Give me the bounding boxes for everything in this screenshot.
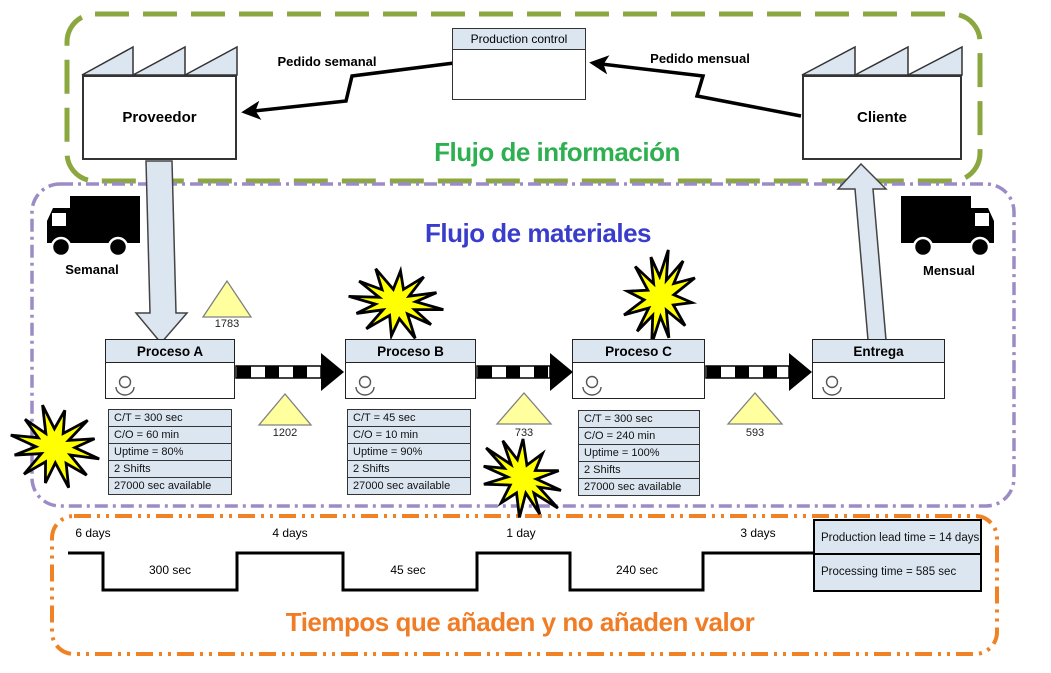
kaizen-burst-icon-2 — [617, 242, 702, 352]
inventory-triangle-icon-4 — [726, 392, 784, 425]
customer-label: Cliente — [856, 109, 907, 126]
inventory-triangle-icon-2 — [257, 392, 313, 426]
process-box-proceso-b: Proceso B — [345, 339, 476, 399]
data-row: 27000 sec available — [347, 477, 471, 495]
operator-icon — [822, 375, 842, 396]
operator-icon — [355, 375, 375, 396]
data-row: Uptime = 80% — [108, 443, 232, 461]
push-arrow-b-c — [476, 353, 573, 391]
timeline-process-label: 300 sec — [148, 563, 192, 577]
timeline-summary-box: Production lead time = 14 days Processin… — [813, 519, 982, 592]
data-row: C/O = 60 min — [108, 426, 232, 444]
lead-time-row: Production lead time = 14 days — [815, 521, 980, 555]
timeline-line — [68, 551, 813, 592]
monthly-order-label: Pedido mensual — [650, 51, 750, 66]
processing-time-row: Processing time = 585 sec — [821, 566, 957, 578]
inventory-triangle-icon-1 — [201, 279, 253, 318]
kaizen-burst-icon-3 — [0, 397, 111, 497]
monthly-truck-label: Mensual — [922, 263, 976, 278]
monthly-order-arrow — [589, 55, 802, 118]
supplier-factory-roof-icon — [81, 45, 238, 76]
inventory-value: 593 — [745, 427, 765, 439]
supplier-delivery-arrow — [134, 160, 189, 345]
material-flow-title: Flujo de materiales — [424, 218, 652, 248]
process-header: Entrega — [813, 340, 944, 363]
data-row: 27000 sec available — [108, 477, 232, 495]
data-row: C/T = 300 sec — [578, 410, 700, 428]
push-arrow-a-b — [235, 353, 344, 391]
timeline-lead-label: 6 days — [75, 526, 111, 540]
process-box-entrega: Entrega — [812, 339, 945, 399]
operator-icon — [115, 375, 135, 396]
inventory-value: 733 — [514, 427, 534, 439]
weekly-order-arrow — [241, 61, 455, 120]
customer-delivery-arrow — [836, 162, 888, 341]
timeline-lead-label: 3 days — [740, 526, 776, 540]
weekly-truck-icon — [45, 194, 142, 258]
operator-icon — [582, 375, 602, 396]
data-row: C/T = 300 sec — [108, 409, 232, 427]
data-row: C/O = 240 min — [578, 427, 700, 445]
weekly-order-label: Pedido semanal — [277, 54, 377, 69]
timeline-process-label: 240 sec — [615, 563, 659, 577]
kaizen-burst-icon-4 — [464, 422, 580, 535]
data-row: 2 Shifts — [578, 461, 700, 479]
weekly-truck-label: Semanal — [65, 262, 119, 277]
inventory-triangle-icon-3 — [495, 392, 553, 425]
customer-factory: Cliente — [802, 75, 962, 160]
process-header: Proceso A — [106, 340, 234, 363]
data-box-proceso-a: C/T = 300 sec C/O = 60 min Uptime = 80% … — [108, 409, 232, 495]
data-row: 27000 sec available — [578, 478, 700, 496]
data-row: Uptime = 100% — [578, 444, 700, 462]
info-flow-title: Flujo de información — [434, 137, 680, 167]
inventory-value: 1783 — [214, 318, 240, 330]
data-row: Uptime = 90% — [347, 443, 471, 461]
inventory-value: 1202 — [272, 427, 298, 439]
process-header: Proceso B — [346, 340, 475, 363]
process-header: Proceso C — [573, 340, 704, 363]
timeline-title: Tiempos que añaden y no añaden valor — [285, 607, 755, 637]
timeline-lead-label: 4 days — [272, 526, 308, 540]
data-box-proceso-c: C/T = 300 sec C/O = 240 min Uptime = 100… — [578, 410, 700, 496]
production-control-box: Production control — [452, 28, 586, 100]
process-box-proceso-c: Proceso C — [572, 339, 705, 399]
production-control-header: Production control — [453, 29, 585, 50]
monthly-truck-icon — [899, 194, 996, 258]
push-arrow-c-entrega — [705, 353, 812, 391]
data-row: 2 Shifts — [347, 460, 471, 478]
timeline-lead-label: 1 day — [506, 526, 536, 540]
data-box-proceso-b: C/T = 45 sec C/O = 10 min Uptime = 90% 2… — [347, 409, 471, 495]
data-row: C/T = 45 sec — [347, 409, 471, 427]
kaizen-burst-icon-1 — [342, 263, 450, 344]
timeline-process-label: 45 sec — [390, 563, 426, 577]
data-row: C/O = 10 min — [347, 426, 471, 444]
customer-factory-roof-icon — [801, 45, 963, 76]
data-row: 2 Shifts — [108, 460, 232, 478]
supplier-label: Proveedor — [122, 109, 197, 126]
supplier-factory: Proveedor — [82, 75, 237, 160]
process-box-proceso-a: Proceso A — [105, 339, 235, 399]
